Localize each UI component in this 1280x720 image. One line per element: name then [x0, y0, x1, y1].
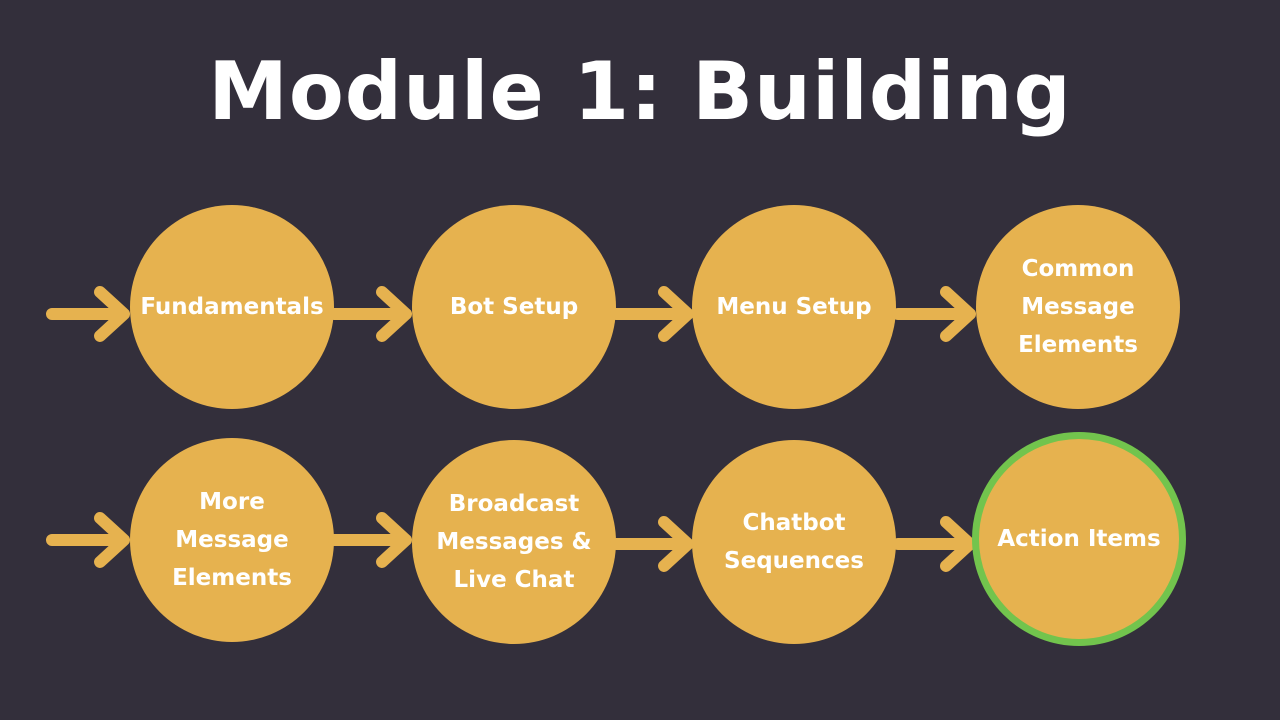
step-label: Chatbot Sequences: [724, 510, 864, 574]
arrow-right-icon: [328, 512, 412, 568]
step-node-broadcast-messages-live-chat: Broadcast Messages & Live Chat: [412, 440, 616, 644]
step-node-bot-setup: Bot Setup: [412, 205, 616, 409]
step-label: More Message Elements: [172, 489, 292, 591]
arrow-right-icon: [46, 286, 130, 342]
step-label: Bot Setup: [449, 294, 579, 320]
arrow-right-icon: [892, 516, 976, 572]
step-label: Fundamentals: [140, 294, 324, 320]
step-label: Menu Setup: [716, 294, 872, 320]
arrow-right-icon: [892, 286, 976, 342]
step-node-menu-setup: Menu Setup: [692, 205, 896, 409]
step-node-action-items: Action Items: [972, 432, 1186, 646]
step-label: Common Message Elements: [1018, 256, 1138, 358]
step-node-common-message-elements: Common Message Elements: [976, 205, 1180, 409]
arrow-right-icon: [328, 286, 412, 342]
step-node-more-message-elements: More Message Elements: [130, 438, 334, 642]
arrow-right-icon: [610, 516, 694, 572]
step-label: Broadcast Messages & Live Chat: [436, 491, 592, 593]
arrow-right-icon: [46, 512, 130, 568]
arrow-right-icon: [610, 286, 694, 342]
step-label: Action Items: [997, 526, 1161, 552]
slide-title: Module 1: Building: [208, 45, 1072, 138]
step-node-chatbot-sequences: Chatbot Sequences: [692, 440, 896, 644]
step-node-fundamentals: Fundamentals: [130, 205, 334, 409]
